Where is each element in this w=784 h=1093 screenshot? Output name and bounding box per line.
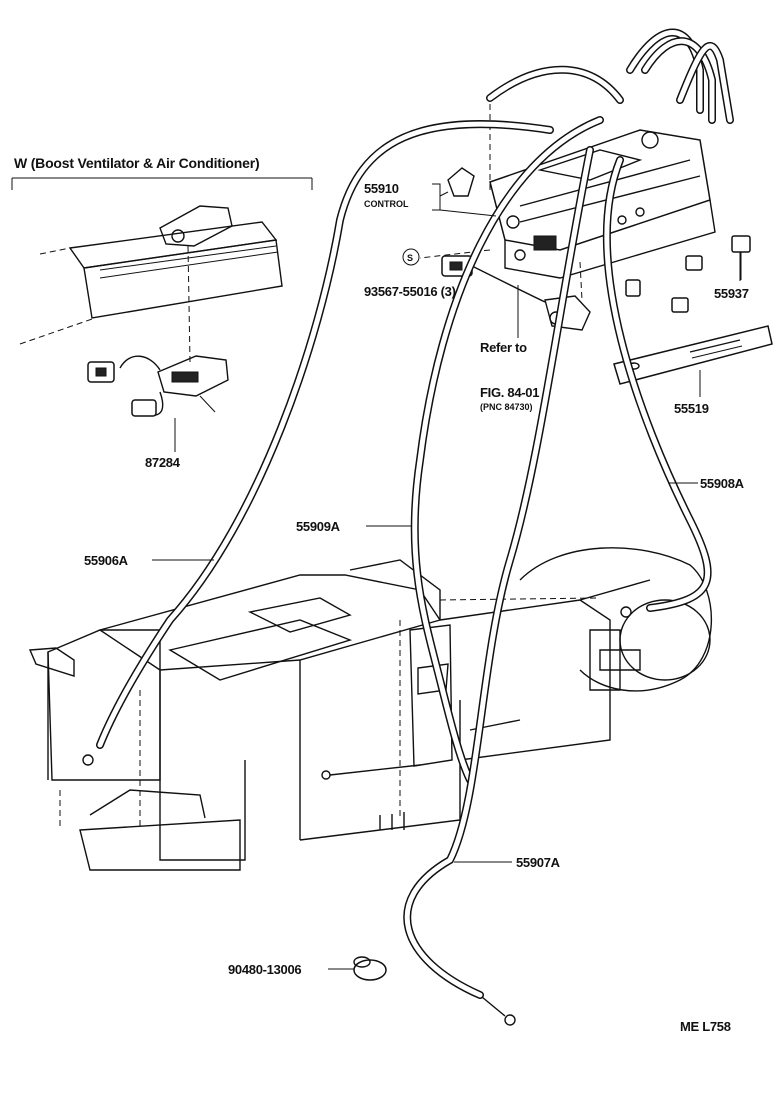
label-55908a: 55908A <box>700 476 745 491</box>
label-control: CONTROL <box>364 199 409 209</box>
boost-ventilator-inset <box>11 177 313 452</box>
drawing-code: ME L758 <box>680 1019 731 1034</box>
group-title: W (Boost Ventilator & Air Conditioner) <box>14 155 259 171</box>
control-cables <box>96 28 734 1026</box>
label-55907a: 55907A <box>516 855 561 870</box>
leader-lines <box>152 183 741 970</box>
label-fig-ref: FIG. 84-01 <box>480 385 539 400</box>
label-93567: 93567-55016 (3) <box>364 284 456 299</box>
label-55519: 55519 <box>674 401 709 416</box>
label-screw-symbol: S <box>407 253 413 263</box>
label-refer-to: Refer to <box>480 340 527 355</box>
label-55910: 55910 <box>364 181 399 196</box>
label-pnc-ref: (PNC 84730) <box>480 402 533 412</box>
control-assembly <box>419 98 773 396</box>
label-55937: 55937 <box>714 286 749 301</box>
label-87284: 87284 <box>145 455 181 470</box>
label-90480: 90480-13006 <box>228 962 301 977</box>
screw-symbol-circle <box>402 248 420 266</box>
label-55909a: 55909A <box>296 519 341 534</box>
heater-unit-assembly <box>28 547 713 871</box>
label-55906a: 55906A <box>84 553 129 568</box>
